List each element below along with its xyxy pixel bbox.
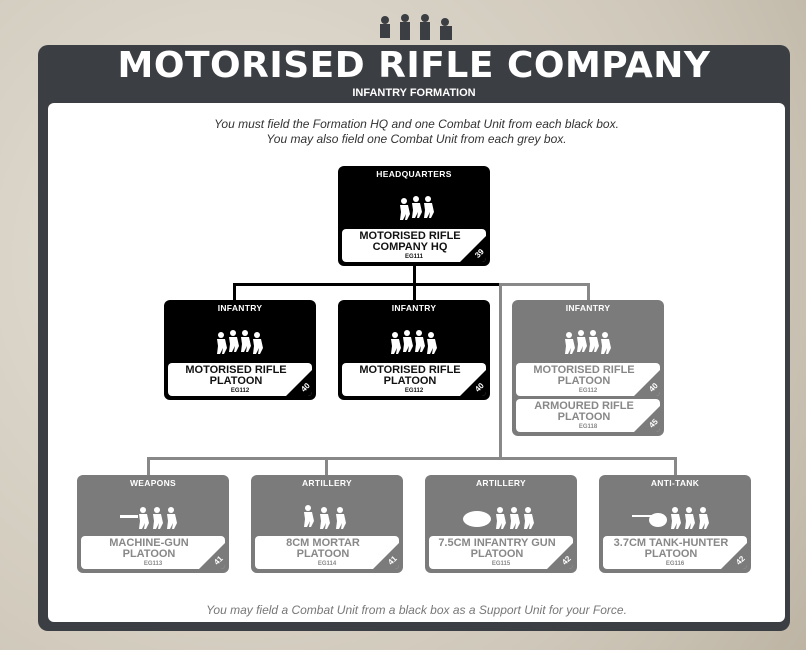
unit-card[interactable]: 7.5CM INFANTRY GUN PLATOON EG115 42 — [429, 536, 573, 569]
unit-code: EG112 — [230, 388, 250, 394]
optional-infantry-box[interactable]: INFANTRY MOTORISED RIFLE PLATOON EG112 4… — [512, 300, 664, 436]
unit-code: EG111 — [404, 254, 424, 260]
unit-card[interactable]: MOTORISED RIFLE COMPANY HQ EG111 39 — [342, 229, 486, 262]
box-category: INFANTRY — [565, 303, 611, 313]
infantry-gun-box[interactable]: ARTILLERY 7.5CM INFANTRY GUN PLATOON EG1… — [425, 475, 577, 573]
unit-card[interactable]: MOTORISED RIFLE PLATOON EG112 40 — [168, 363, 312, 396]
unit-code: EG118 — [578, 424, 598, 430]
machine-gun-crew-icon — [77, 505, 229, 534]
instruction-line-2: You may also field one Combat Unit from … — [266, 132, 567, 146]
anti-tank-box[interactable]: ANTI-TANK 3.7CM TANK-HUNTER PLATOON EG11… — [599, 475, 751, 573]
soldiers-logo-icon — [380, 14, 452, 40]
connector-line — [500, 283, 590, 286]
connector-line — [325, 457, 328, 476]
infantry-silhouette-icon — [512, 330, 664, 359]
instruction-line-1: You must field the Formation HQ and one … — [214, 117, 619, 131]
footer-note: You may field a Combat Unit from a black… — [206, 603, 627, 617]
box-category: ARTILLERY — [475, 478, 527, 488]
connector-line — [413, 283, 416, 301]
unit-card[interactable]: MOTORISED RIFLE PLATOON EG112 40 — [342, 363, 486, 396]
unit-name: MOTORISED RIFLE PLATOON — [359, 364, 461, 387]
connector-line — [413, 266, 416, 286]
unit-name: MOTORISED RIFLE PLATOON — [185, 364, 287, 387]
unit-card[interactable]: MOTORISED RIFLE PLATOON EG112 40 — [516, 363, 660, 396]
unit-name: MOTORISED RIFLE COMPANY HQ — [359, 230, 461, 253]
box-category: WEAPONS — [129, 478, 177, 488]
unit-code: EG112 — [578, 388, 598, 394]
mortar-box[interactable]: ARTILLERY 8CM MORTAR PLATOON EG114 41 — [251, 475, 403, 573]
infantry-box[interactable]: INFANTRY MOTORISED RIFLE PLATOON EG112 4… — [164, 300, 316, 400]
unit-card[interactable]: ARMOURED RIFLE PLATOON EG118 45 — [516, 399, 660, 432]
unit-code: EG112 — [404, 388, 424, 394]
unit-name: ARMOURED RIFLE PLATOON — [534, 400, 634, 423]
connector-line — [147, 457, 150, 476]
box-category: INFANTRY — [391, 303, 437, 313]
connector-line — [674, 457, 677, 476]
unit-code: EG116 — [665, 561, 685, 567]
unit-name: 3.7CM TANK-HUNTER PLATOON — [613, 537, 729, 560]
connector-line — [499, 283, 502, 460]
unit-name: 7.5CM INFANTRY GUN PLATOON — [438, 537, 556, 560]
mortar-crew-icon — [251, 505, 403, 534]
infantry-gun-crew-icon — [425, 505, 577, 534]
infantry-silhouette-icon — [338, 196, 490, 225]
infantry-box[interactable]: INFANTRY MOTORISED RIFLE PLATOON EG112 4… — [338, 300, 490, 400]
connector-line — [147, 457, 677, 460]
unit-card[interactable]: 3.7CM TANK-HUNTER PLATOON EG116 42 — [603, 536, 747, 569]
page-subtitle: INFANTRY FORMATION — [352, 87, 476, 99]
unit-name: MACHINE-GUN PLATOON — [109, 537, 189, 560]
unit-code: EG114 — [317, 561, 337, 567]
unit-code: EG113 — [143, 561, 163, 567]
box-category: ARTILLERY — [301, 478, 353, 488]
page-title: MOTORISED RIFLE COMPANY — [117, 45, 711, 86]
connector-line — [233, 283, 236, 301]
unit-code: EG115 — [491, 561, 511, 567]
box-category: ANTI-TANK — [650, 478, 700, 488]
unit-card[interactable]: 8CM MORTAR PLATOON EG114 41 — [255, 536, 399, 569]
anti-tank-gun-crew-icon — [599, 505, 751, 534]
unit-name: MOTORISED RIFLE PLATOON — [533, 364, 635, 387]
box-category: INFANTRY — [217, 303, 263, 313]
unit-name: 8CM MORTAR PLATOON — [286, 537, 360, 560]
hq-box[interactable]: HEADQUARTERS MOTORISED RIFLE COMPANY HQ … — [338, 166, 490, 266]
weapons-box[interactable]: WEAPONS MACHINE-GUN PLATOON EG113 41 — [77, 475, 229, 573]
infantry-silhouette-icon — [164, 330, 316, 359]
connector-line — [587, 283, 590, 301]
unit-card[interactable]: MACHINE-GUN PLATOON EG113 41 — [81, 536, 225, 569]
box-category: HEADQUARTERS — [376, 169, 452, 179]
connector-line — [233, 283, 501, 286]
infantry-silhouette-icon — [338, 330, 490, 359]
